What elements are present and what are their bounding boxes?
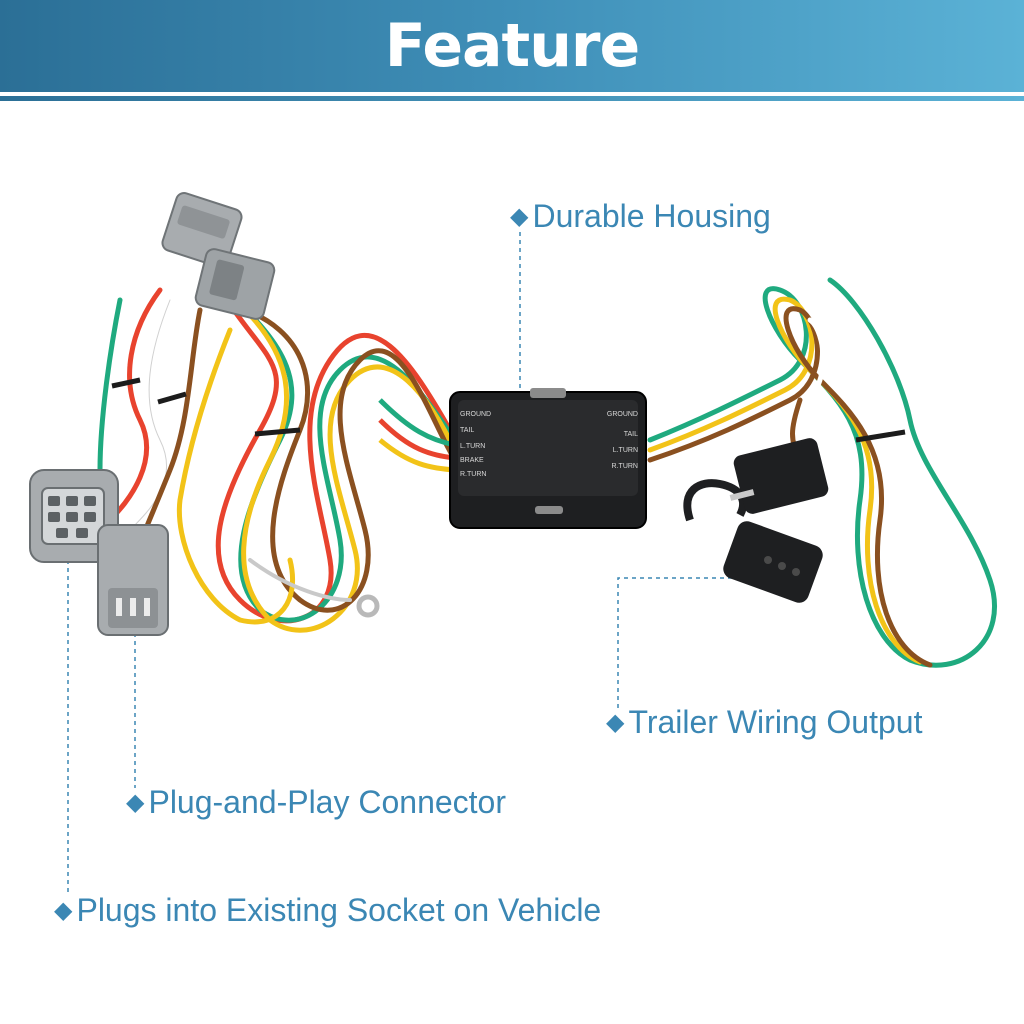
leader-lines (67, 232, 745, 896)
zip-ties (111, 377, 906, 443)
module-input-wires (378, 398, 456, 473)
diamond-icon: ◆ (606, 709, 625, 736)
converter-module: GROUND TAIL L.TURN BRAKE R.TURN GROUND T… (449, 388, 647, 529)
callout-plugs-into-socket-label: Plugs into Existing Socket on Vehicle (76, 892, 602, 928)
callout-trailer-wiring-output-label: Trailer Wiring Output (628, 704, 923, 740)
left-wire-bundle (77, 277, 458, 633)
module-label-left-1: TAIL (460, 427, 474, 434)
module-label-right-2: L.TURN (613, 447, 638, 454)
leader-line-output (617, 577, 745, 708)
module-label-right-0: GROUND (607, 411, 638, 418)
right-wire-bundle (647, 277, 997, 668)
header-stripe (0, 96, 1024, 101)
module-labels-left: GROUND TAIL L.TURN BRAKE R.TURN (460, 411, 491, 478)
module-label-right-3: R.TURN (612, 463, 638, 470)
vehicle-connector-top-2 (194, 248, 276, 320)
callout-durable-housing: ◆Durable Housing (510, 198, 771, 235)
module-label-left-3: BRAKE (460, 457, 484, 464)
module-label-left-2: L.TURN (460, 443, 485, 450)
module-label-right-1: TAIL (624, 431, 638, 438)
socket-connector (29, 469, 119, 563)
page-title: Feature (384, 11, 640, 81)
callout-durable-housing-label: Durable Housing (532, 198, 771, 234)
module-labels-right: GROUND TAIL L.TURN R.TURN (607, 411, 638, 470)
module-label-left-0: GROUND (460, 411, 491, 418)
module-label-left-4: R.TURN (460, 471, 486, 478)
callout-plugs-into-socket: ◆Plugs into Existing Socket on Vehicle (54, 892, 601, 929)
callout-trailer-wiring-output: ◆Trailer Wiring Output (606, 704, 922, 741)
diamond-icon: ◆ (54, 897, 73, 924)
plug-connector (97, 524, 169, 636)
diamond-icon: ◆ (510, 203, 529, 230)
diamond-icon: ◆ (126, 789, 145, 816)
header-banner: Feature (0, 0, 1024, 92)
callout-plug-and-play-connector: ◆Plug-and-Play Connector (126, 784, 506, 821)
vehicle-connector-top-1 (161, 192, 243, 268)
trailer-plug (683, 438, 829, 603)
callout-plug-and-play-connector-label: Plug-and-Play Connector (148, 784, 506, 820)
